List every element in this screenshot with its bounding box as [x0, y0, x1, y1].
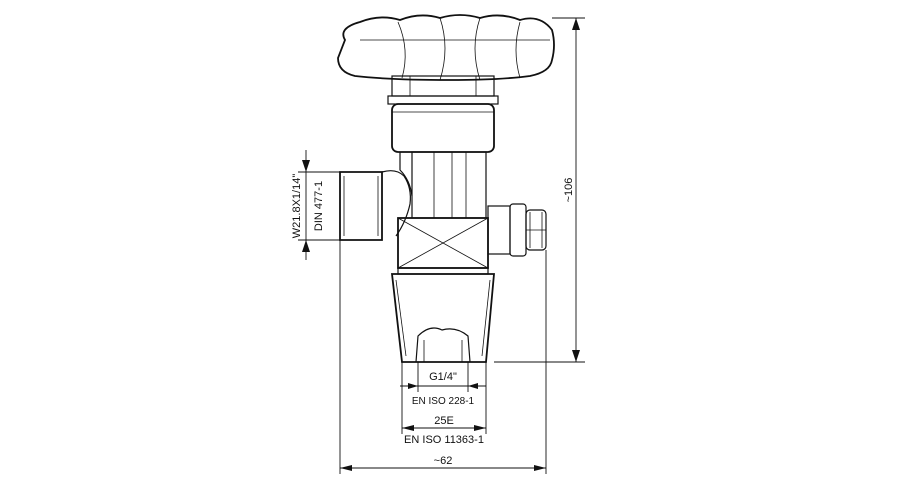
outlet-standard-label: DIN 477-1 — [313, 181, 325, 231]
valve-upper-body — [391, 103, 495, 219]
height-dimension: ~106 — [494, 17, 585, 363]
outlet-thread-label: W21.8X1/14" — [291, 174, 303, 239]
side-outlet-connection — [339, 170, 411, 241]
width-dimension: ~62 — [339, 240, 547, 474]
height-label: ~106 — [563, 178, 575, 203]
inlet-standard-label: EN ISO 228-1 — [412, 396, 475, 407]
cylinder-stem — [390, 267, 495, 363]
cylinder-standard-label: EN ISO 11363-1 — [404, 434, 484, 446]
cylinder-thread-dimension: 25E EN ISO 11363-1 — [401, 362, 487, 446]
outlet-thread-dimension: W21.8X1/14" DIN 477-1 — [291, 150, 340, 260]
width-label: ~62 — [434, 455, 453, 467]
handwheel — [337, 14, 555, 81]
cylinder-thread-label: 25E — [434, 415, 454, 427]
inlet-thread-dimension: G1/4" EN ISO 228-1 — [400, 362, 486, 407]
inlet-thread-label: G1/4" — [429, 371, 457, 383]
safety-device — [487, 203, 547, 257]
valve-hex-block — [397, 217, 489, 269]
